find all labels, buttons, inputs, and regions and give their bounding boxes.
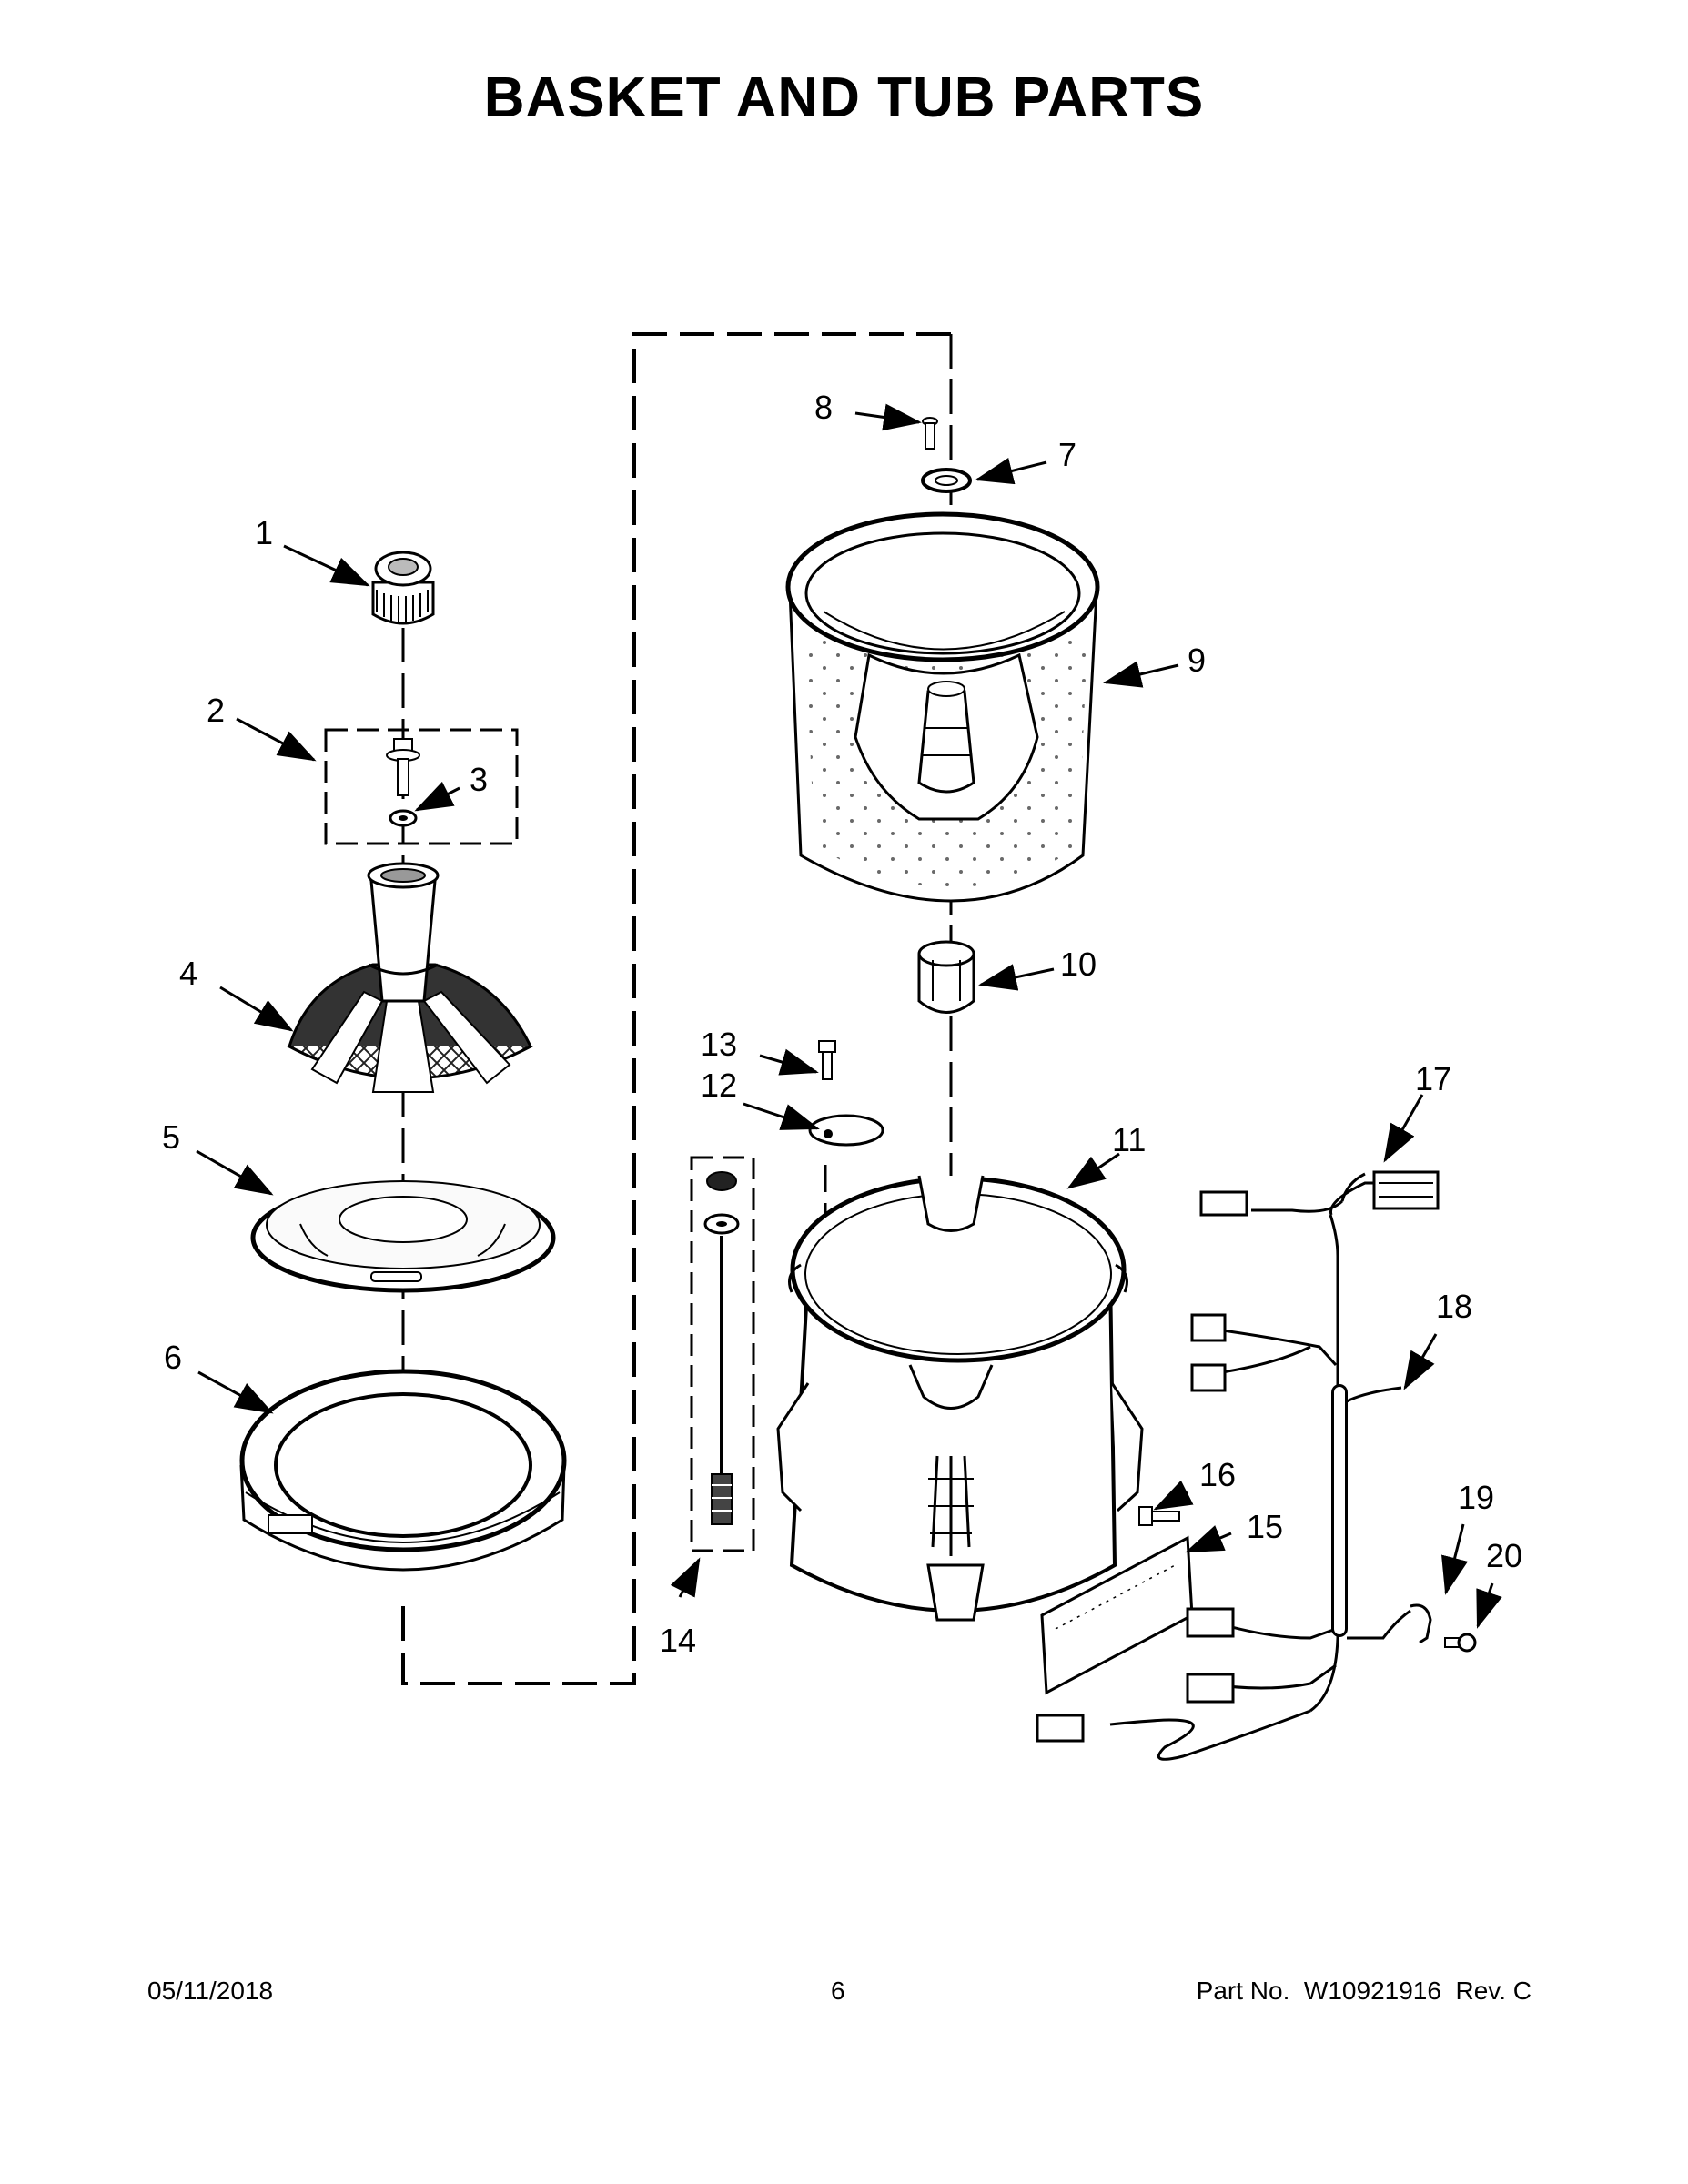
callout-labels: 1 2 3 4 5 6 7 8 9 10 11 12 13 14 15 16 1… [162, 389, 1522, 1659]
callout-18: 18 [1436, 1288, 1472, 1325]
part-12-bracket-icon [808, 1114, 884, 1147]
callout-9: 9 [1188, 642, 1206, 679]
part-4-agitator-icon [287, 862, 533, 1093]
callout-19: 19 [1458, 1479, 1494, 1516]
part-5-plate-icon [250, 1180, 556, 1293]
part-14-suspension-rod-icon [703, 1171, 740, 1525]
callout-8: 8 [814, 389, 833, 426]
callout-7: 7 [1058, 436, 1076, 473]
callout-10: 10 [1060, 945, 1097, 983]
part-13-bolt-icon [818, 1040, 836, 1080]
callout-16: 16 [1199, 1456, 1236, 1493]
callout-14: 14 [660, 1622, 696, 1659]
footer-revision: Rev. C [1455, 1977, 1532, 2005]
part-16-screw-icon [1138, 1506, 1180, 1526]
callout-12: 12 [701, 1067, 737, 1104]
callout-2: 2 [207, 692, 225, 729]
callout-20: 20 [1486, 1537, 1522, 1574]
callout-17: 17 [1415, 1060, 1451, 1097]
part-2-group-box [324, 728, 519, 845]
part-6-ring-icon [239, 1369, 567, 1572]
part-7-nut-icon [921, 468, 972, 493]
callout-4: 4 [179, 955, 197, 992]
callout-3: 3 [470, 761, 488, 798]
footer-date: 05/11/2018 [147, 1977, 274, 2005]
assembly-dash-line [401, 332, 951, 1685]
callout-1: 1 [255, 514, 273, 551]
part-2-bolt-icon [386, 738, 420, 796]
footer-page-number: 6 [831, 1977, 845, 2005]
part-3-washer-icon [389, 809, 418, 827]
part-1-cap-icon [371, 551, 435, 625]
callout-11: 11 [1112, 1121, 1146, 1158]
footer-part-info: Part No. W10921916 Rev. C [1197, 1977, 1531, 2006]
part-14-group-box [690, 1156, 755, 1552]
part-20-screw-icon [1444, 1633, 1477, 1653]
part-17-wire-harness-icon [1036, 1170, 1440, 1761]
part-11-tub-icon [776, 1175, 1144, 1622]
footer-part-prefix: Part No. [1196, 1977, 1290, 2005]
footer-part-number: W10921916 [1303, 1977, 1441, 2005]
callout-6: 6 [164, 1339, 182, 1376]
callout-5: 5 [162, 1118, 180, 1156]
callout-leaders [196, 403, 1502, 1629]
part-9-basket-icon [785, 511, 1100, 903]
page-title: BASKET AND TUB PARTS [483, 66, 1205, 129]
callout-13: 13 [701, 1026, 737, 1063]
callout-15: 15 [1247, 1508, 1283, 1545]
part-10-bushing-icon [917, 940, 975, 1014]
part-8-screw-icon [922, 417, 938, 450]
part-19-clip-icon [1410, 1603, 1432, 1644]
